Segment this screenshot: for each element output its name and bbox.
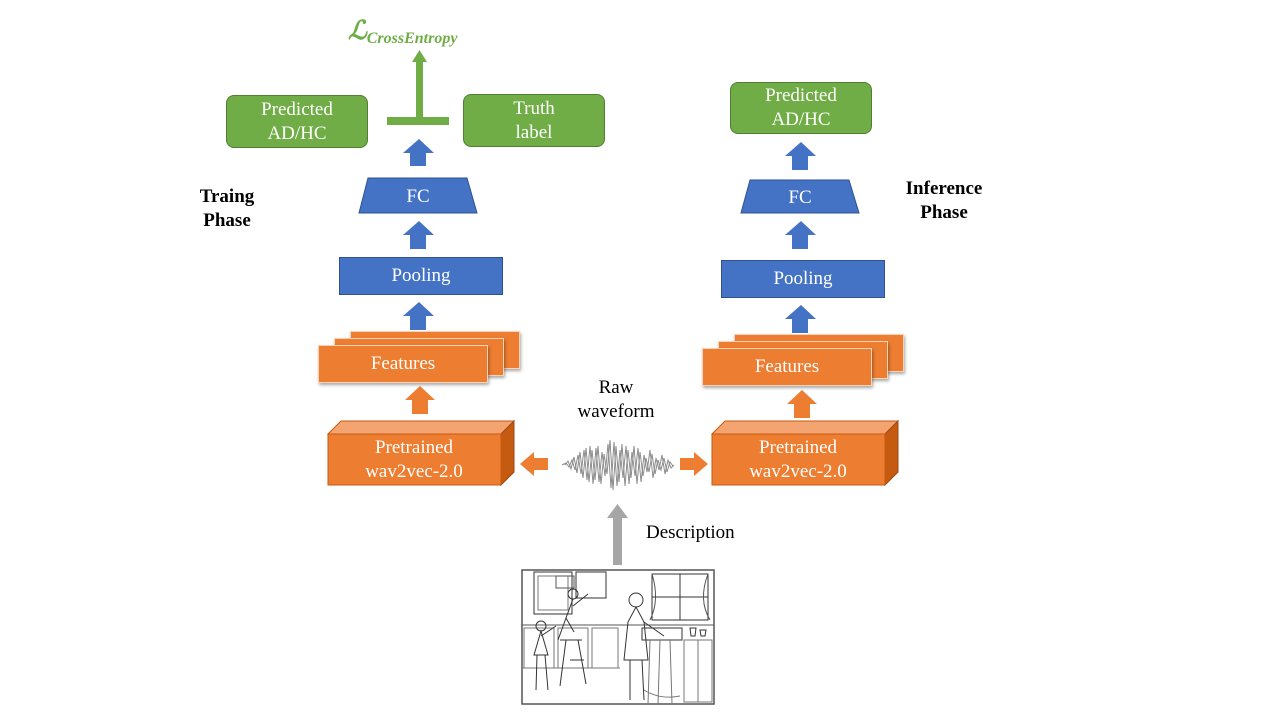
inference-arrow-features-to-pooling — [785, 305, 816, 333]
waveform-icon — [561, 439, 675, 491]
training-pooling-box: Pooling — [339, 257, 503, 295]
training-arrow-features-to-pooling — [403, 302, 434, 330]
training-fc-shape — [358, 177, 478, 214]
description-label: Description — [646, 522, 735, 543]
waveform-label: Raw waveform — [566, 376, 666, 424]
training-features-box: Features — [318, 345, 488, 383]
training-phase-line2: Phase — [203, 210, 251, 231]
cookie-theft-picture — [521, 569, 715, 705]
training-fc-label: FC — [406, 186, 430, 207]
arrow-waveform-to-inference — [680, 452, 708, 476]
inference-features-box: Features — [702, 348, 872, 386]
inference-phase-label: Inference Phase — [896, 177, 992, 225]
description-arrow — [607, 504, 628, 565]
inference-wav2vec-shape — [711, 420, 900, 486]
inference-pooling-box: Pooling — [721, 260, 885, 298]
truth-label-box: Truth label — [463, 94, 605, 147]
inference-phase-line2: Phase — [920, 202, 968, 223]
training-phase-line1: Traing — [199, 186, 255, 207]
inference-arrow-wav2vec-to-features — [787, 390, 817, 418]
training-wav2vec-label: Pretrained wav2vec-2.0 — [328, 436, 500, 484]
loss-label: ℒCrossEntropy — [348, 16, 458, 47]
inference-wav2vec-label: Pretrained wav2vec-2.0 — [712, 436, 884, 484]
waveform-line1: Raw — [598, 377, 634, 398]
training-predicted-box: Predicted AD/HC — [226, 95, 368, 148]
waveform-line2: waveform — [577, 401, 655, 422]
inference-wav2vec-line1: Pretrained — [758, 437, 838, 458]
training-phase-label: Traing Phase — [186, 185, 268, 233]
inference-predicted-line1: Predicted — [765, 85, 837, 106]
loss-arrow — [387, 50, 449, 125]
training-predicted-line1: Predicted — [261, 98, 333, 120]
arrow-waveform-to-training — [520, 452, 548, 476]
training-wav2vec-shape — [327, 420, 516, 486]
inference-arrow-pooling-to-fc — [785, 221, 816, 249]
training-wav2vec-line1: Pretrained — [374, 437, 454, 458]
training-arrow-wav2vec-to-features — [405, 386, 435, 414]
inference-predicted-line2: AD/HC — [771, 109, 831, 130]
loss-symbol: ℒ — [348, 16, 367, 45]
inference-predicted-box: Predicted AD/HC — [730, 82, 872, 134]
training-arrow-pooling-to-fc — [403, 221, 434, 249]
training-wav2vec-line2: wav2vec-2.0 — [365, 461, 463, 482]
inference-arrow-fc-to-output — [785, 142, 816, 170]
truth-label-line1: Truth — [513, 97, 555, 119]
truth-label-line2: label — [515, 121, 553, 143]
inference-fc-shape — [740, 179, 860, 214]
inference-phase-line1: Inference — [905, 178, 983, 199]
inference-wav2vec-line2: wav2vec-2.0 — [749, 461, 847, 482]
training-arrow-fc-to-output — [403, 139, 434, 166]
training-predicted-line2: AD/HC — [267, 122, 327, 144]
loss-subscript: CrossEntropy — [366, 30, 458, 47]
inference-fc-label: FC — [788, 187, 812, 208]
